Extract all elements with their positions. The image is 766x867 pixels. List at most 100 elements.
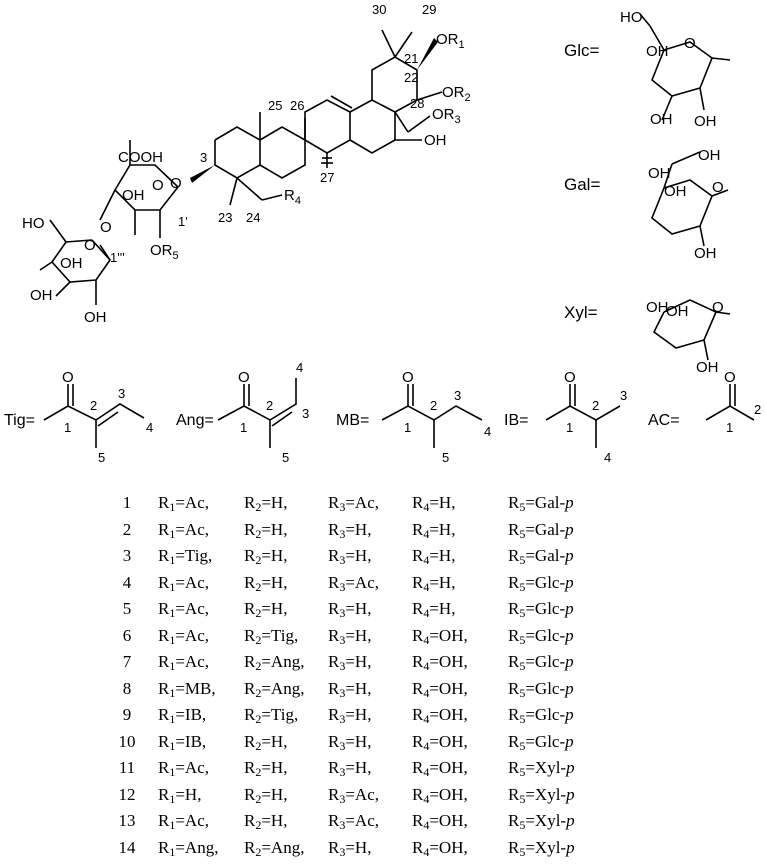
r3-cell: R3=Ac, (328, 811, 380, 833)
r3-cell: R3=Ac, (328, 572, 380, 594)
acyl-ib: IB= O 1 2 3 4 (504, 369, 627, 465)
r3-cell: R3=H, (328, 705, 372, 727)
r5-cell: R5=Xyl-p (508, 784, 575, 806)
compound-number: 2 (122, 519, 132, 539)
glcA-ring (99, 140, 179, 238)
r1-cell: R1=IB, (158, 731, 207, 753)
r4-cell: R4=OH, (412, 652, 468, 674)
r2-cell: R2=H, (244, 811, 288, 833)
r3-cell: R3=H, (328, 546, 372, 568)
svg-text:O: O (684, 35, 696, 52)
r4-cell: R4=OH, (412, 758, 468, 780)
r4-cell: R4=OH, (412, 625, 468, 647)
svg-text:1: 1 (566, 420, 573, 435)
compound-number: 7 (122, 652, 132, 672)
aglycone-skeleton (214, 29, 422, 206)
svg-text:2: 2 (592, 398, 599, 413)
r1-cell: R1=Ac, (158, 625, 210, 647)
mb-label: MB= (336, 412, 369, 429)
r1-cell: R1=H, (158, 784, 202, 806)
r2-cell: R2=H, (244, 731, 288, 753)
acyl-ac: AC= O 1 2 (648, 369, 761, 435)
svg-text:3: 3 (454, 388, 461, 403)
c3-wedge (190, 165, 215, 183)
r4-cell: R4=OH, (412, 837, 468, 859)
num-29: 29 (422, 2, 436, 17)
r4-cell: R4=H, (412, 493, 456, 515)
cooh-label: COOH (118, 149, 163, 166)
r1-cell: R1=Tig, (158, 546, 213, 568)
num-21: 21 (404, 51, 418, 66)
svg-text:O: O (62, 369, 74, 386)
svg-text:1: 1 (726, 420, 733, 435)
svg-text:2: 2 (90, 398, 97, 413)
svg-text:OH: OH (664, 183, 687, 200)
r4-label: R4 (284, 187, 301, 207)
xyl-label: Xyl= (564, 303, 598, 322)
bridge-o-glca: O (100, 219, 112, 236)
svg-text:4: 4 (146, 420, 153, 435)
r4-cell: R4=H, (412, 546, 456, 568)
svg-text:OH: OH (698, 147, 721, 164)
ang-label: Ang= (176, 412, 214, 429)
r1-cell: R1=Ac, (158, 811, 210, 833)
compound-number: 5 (122, 599, 132, 619)
r3-cell: R3=H, (328, 758, 372, 780)
r3-cell: R3=H, (328, 731, 372, 753)
compound-number: 13 (118, 811, 136, 831)
r1-cell: R1=Ac, (158, 519, 210, 541)
num-1tripleprime: 1''' (110, 250, 125, 265)
num-28: 28 (410, 96, 424, 111)
oh-sugar-1: OH (60, 255, 83, 272)
svg-text:2: 2 (754, 402, 761, 417)
r4-cell: R4=OH, (412, 705, 468, 727)
r4-cell: R4=OH, (412, 731, 468, 753)
glc-definition: Glc= HO OH O OH OH (564, 9, 731, 130)
svg-text:OH: OH (646, 43, 669, 60)
r2-cell: R2=Tig, (244, 705, 299, 727)
r1-cell: R1=Ac, (158, 599, 210, 621)
or1-wedge (417, 38, 438, 70)
r1-cell: R1=Ac, (158, 572, 210, 594)
r2-cell: R2=H, (244, 493, 288, 515)
svg-text:O: O (564, 369, 576, 386)
gal-label: Gal= (564, 175, 600, 194)
oh-sugar-3: OH (84, 309, 107, 326)
svg-text:O: O (712, 299, 724, 316)
r1-cell: R1=IB, (158, 705, 207, 727)
r2-cell: R2=H, (244, 599, 288, 621)
r5-cell: R5=Glc-p (508, 705, 574, 727)
r5-cell: R5=Glc-p (508, 652, 574, 674)
svg-text:O: O (402, 369, 414, 386)
r3-cell: R3=H, (328, 652, 372, 674)
svg-text:3: 3 (620, 388, 627, 403)
r3-cell: R3=Ac, (328, 784, 380, 806)
tig-label: Tig= (4, 412, 35, 429)
svg-text:3: 3 (302, 406, 309, 421)
compound-number: 11 (118, 758, 136, 778)
r2-cell: R2=H, (244, 546, 288, 568)
r2-cell: R2=H, (244, 519, 288, 541)
r5-cell: R5=Xyl-p (508, 758, 575, 780)
r5-cell: R5=Glc-p (508, 731, 574, 753)
xyl-definition: Xyl= OH OH O OH (564, 299, 731, 376)
r1-cell: R1=Ac, (158, 758, 210, 780)
or2-label: OR2 (442, 84, 471, 104)
or3-label: OR3 (432, 106, 461, 126)
r2-cell: R2=Tig, (244, 625, 299, 647)
num-24: 24 (246, 210, 260, 225)
svg-text:5: 5 (282, 450, 289, 465)
oh-sugar-2: OH (30, 287, 53, 304)
glc-label: Glc= (564, 41, 600, 60)
r5-cell: R5=Glc-p (508, 625, 574, 647)
